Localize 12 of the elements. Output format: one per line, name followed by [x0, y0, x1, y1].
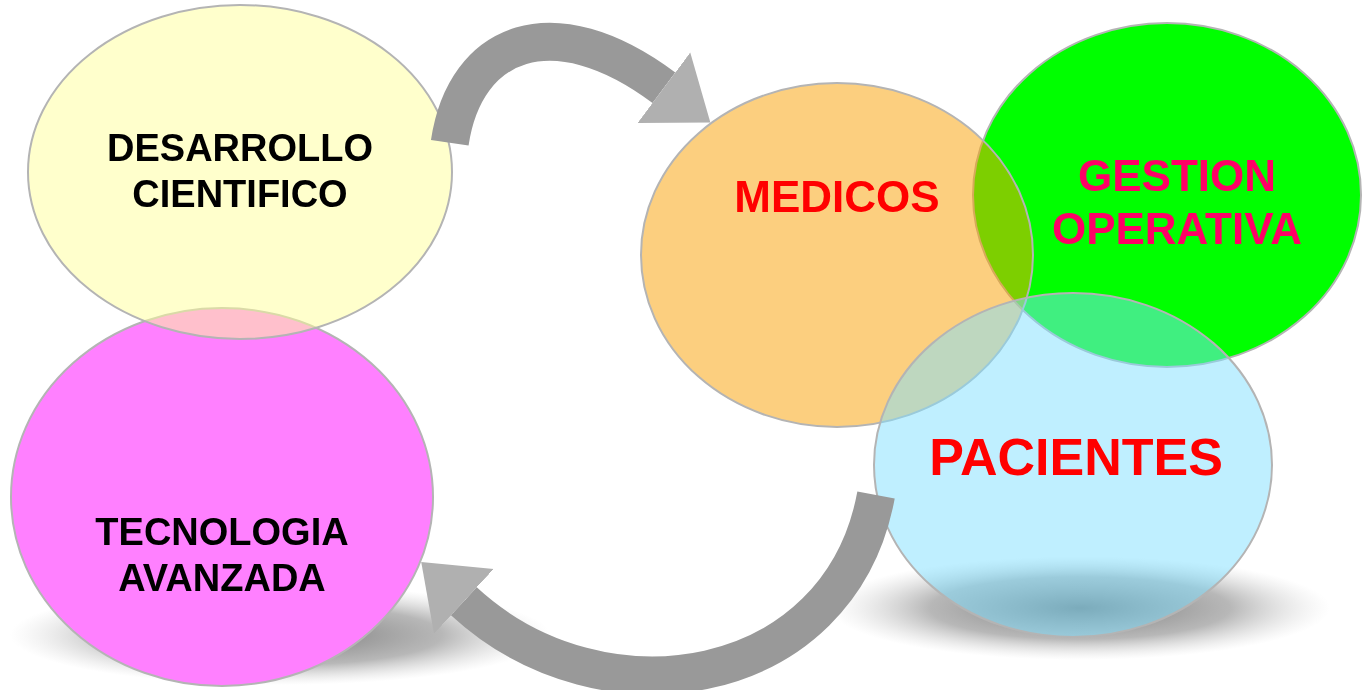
ellipse-node: [972, 22, 1362, 368]
ellipse-node: [873, 292, 1273, 638]
curved-arrow: [418, 489, 895, 690]
node-label: TECNOLOGIA AVANZADA: [94, 510, 350, 601]
ellipse-node: [27, 4, 453, 340]
node-label: MEDICOS: [733, 170, 941, 223]
ellipse-node: [10, 307, 434, 687]
curved-arrow: [431, 23, 713, 147]
node-label: DESARROLLO CIENTIFICO: [106, 126, 374, 217]
node-label: GESTION OPERATIVA: [1050, 150, 1304, 255]
node-label: PACIENTES: [928, 426, 1224, 488]
ellipse-node: [640, 82, 1034, 428]
